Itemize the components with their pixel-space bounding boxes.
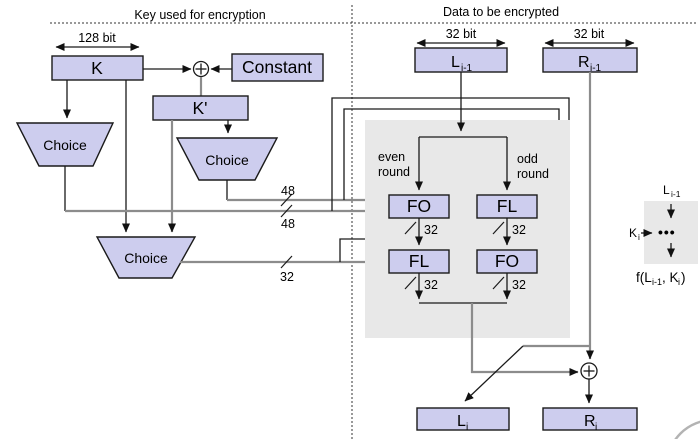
odd-round-label-1: odd	[517, 152, 538, 166]
fl-odd-out-label: 32	[512, 223, 526, 237]
key-section-title: Key used for encryption	[134, 8, 265, 22]
legend-f-subscript-1: i-1	[652, 277, 662, 287]
choice-mid-label: Choice	[205, 152, 249, 168]
fl-even-label: FL	[409, 251, 430, 271]
r-in-box	[542, 47, 638, 73]
key-width-label: 128 bit	[78, 31, 116, 45]
l-in-box	[414, 47, 508, 73]
fo-odd-label: FO	[495, 251, 519, 271]
legend-l-subscript: i-1	[671, 189, 681, 199]
bus-48-lower-label: 48	[281, 217, 295, 231]
k-box	[51, 55, 144, 81]
r-out-box	[542, 407, 638, 431]
l-out-box	[416, 407, 510, 431]
bus-32-label: 32	[280, 270, 294, 284]
constant-box	[231, 53, 324, 82]
bus-48-lower-tick	[280, 204, 293, 218]
even-round-label-1: even	[378, 150, 405, 164]
fl-even-out-tick	[404, 276, 417, 290]
fo-even-label: FO	[407, 196, 431, 216]
fo-odd-out-label: 32	[512, 278, 526, 292]
round-function-panel	[365, 120, 570, 338]
round-output-to-xor-line	[470, 303, 579, 376]
r-width-label: 32 bit	[574, 27, 605, 41]
choice-bottom-trapezoid	[95, 236, 197, 279]
fl-even-out-label: 32	[424, 278, 438, 292]
l-width-label: 32 bit	[446, 27, 477, 41]
legend-k-label: K	[629, 226, 637, 240]
bus-48-upper-label: 48	[281, 184, 295, 198]
l-out-subscript: i	[466, 422, 468, 433]
fl-odd-label: FL	[497, 196, 518, 216]
choice-top-trapezoid	[15, 122, 115, 167]
data-section-title: Data to be encrypted	[443, 5, 559, 19]
legend-f-label-1: f(L	[636, 270, 652, 285]
odd-round-label-2: round	[517, 167, 549, 181]
corner-decoration-arc	[674, 420, 700, 439]
legend-f-label-2: , K	[662, 270, 679, 285]
r-out-subscript: i	[595, 422, 597, 433]
l-out-label: L	[457, 413, 466, 430]
key-schedule: 128 bit K Constant K' Choice Choice Choi…	[15, 31, 570, 284]
r-out-label: R	[584, 413, 596, 430]
legend-f-subscript-2: i	[678, 277, 680, 287]
crossover-diagonal-line	[464, 345, 524, 402]
round-legend: L i-1 K i ••• f(L i-1 , K i )	[629, 183, 698, 287]
fo-even-out-tick	[404, 221, 417, 235]
legend-l-label: L	[663, 183, 670, 197]
fo-even-out-label: 32	[424, 223, 438, 237]
even-round-label-2: round	[378, 165, 410, 179]
bus-32-tick	[280, 255, 293, 269]
k-label: K	[91, 58, 103, 78]
constant-label: Constant	[242, 57, 312, 77]
r-in-subscript: i-1	[590, 63, 602, 74]
r-in-label: R	[578, 54, 590, 71]
k-prime-label: K'	[192, 98, 207, 118]
choice-mid-trapezoid	[175, 137, 279, 181]
legend-k-subscript: i	[638, 232, 640, 242]
fl-odd-out-tick	[492, 221, 505, 235]
l-in-subscript: i-1	[461, 63, 473, 74]
l-in-label: L	[451, 54, 460, 71]
bus-48-upper-tick	[280, 193, 293, 207]
fo-odd-out-tick	[492, 276, 505, 290]
choice-bottom-label: Choice	[124, 250, 168, 266]
k-prime-box	[152, 95, 249, 121]
round-function: 32 bit 32 bit L i-1 R i-1 even round odd…	[365, 27, 638, 433]
choice-top-label: Choice	[43, 137, 87, 153]
legend-dots: •••	[658, 224, 676, 240]
legend-f-label-3: )	[681, 270, 686, 285]
